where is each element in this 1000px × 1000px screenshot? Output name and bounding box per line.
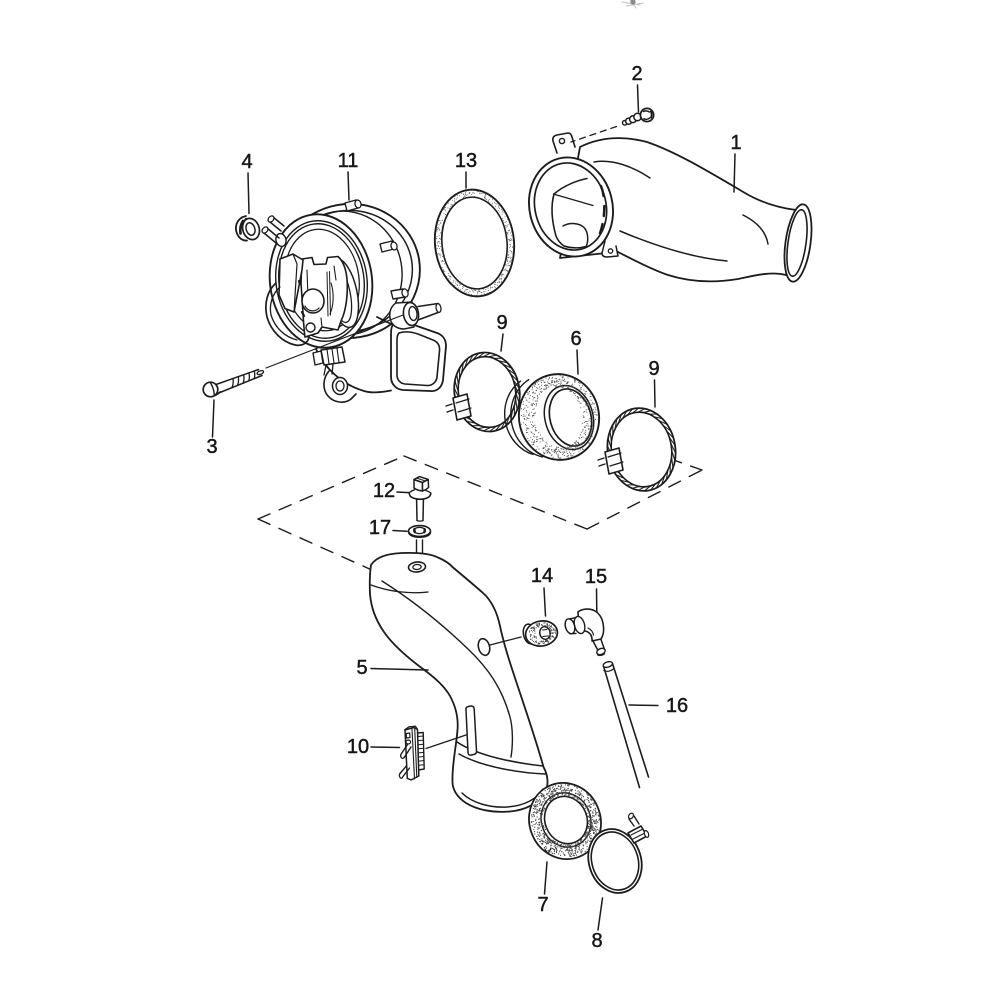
svg-text:9: 9 (648, 358, 659, 380)
svg-text:16: 16 (666, 695, 688, 717)
svg-text:12: 12 (373, 480, 395, 502)
svg-text:4: 4 (241, 151, 252, 173)
svg-text:11: 11 (338, 150, 359, 172)
svg-text:13: 13 (455, 150, 477, 172)
svg-text:3: 3 (206, 436, 217, 458)
svg-text:6: 6 (570, 328, 581, 350)
svg-text:10: 10 (347, 736, 369, 758)
svg-text:17: 17 (369, 517, 391, 539)
svg-text:9: 9 (496, 312, 507, 334)
svg-text:15: 15 (585, 566, 607, 588)
svg-text:8: 8 (591, 930, 602, 952)
svg-text:7: 7 (537, 894, 548, 916)
svg-text:5: 5 (356, 657, 367, 679)
svg-text:1: 1 (730, 132, 741, 154)
svg-text:2: 2 (631, 63, 642, 85)
svg-text:14: 14 (531, 565, 553, 587)
